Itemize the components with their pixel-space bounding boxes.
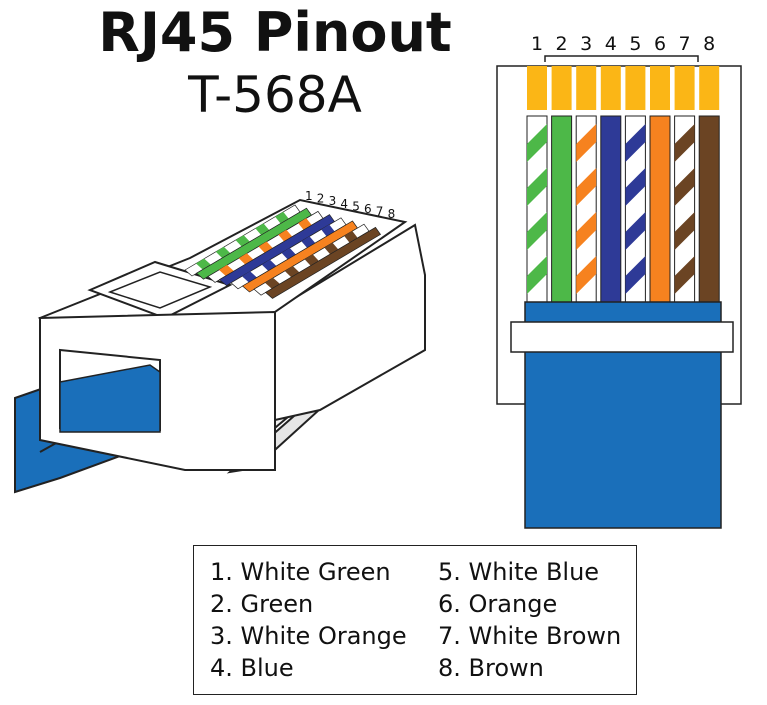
pin-number-7: 7 xyxy=(679,33,691,55)
wire-stripe xyxy=(576,256,597,294)
wire-stripe xyxy=(625,168,646,206)
contact-pin-1 xyxy=(527,66,547,110)
number-bracket xyxy=(544,55,699,62)
wire-pin-8 xyxy=(698,115,720,303)
wire-stripe xyxy=(576,124,597,162)
wire-legend: 1. White Green 2. Green 3. White Orange … xyxy=(193,545,637,695)
contact-pin-2 xyxy=(551,66,572,110)
wire-stripe xyxy=(625,212,646,250)
cable-inside xyxy=(59,364,161,433)
wire-stripe xyxy=(674,256,695,294)
pin-number-3: 3 xyxy=(580,33,592,55)
wire-stripe xyxy=(527,212,547,250)
contact-pin-7 xyxy=(674,66,695,110)
legend-item: 8. Brown xyxy=(438,654,544,682)
wire-stripe xyxy=(576,212,597,250)
pin-number-2: 2 xyxy=(556,33,568,55)
pin-number-3d-2: 2 xyxy=(317,192,325,206)
wire-stripe xyxy=(527,168,547,206)
wire-stripe xyxy=(674,124,695,162)
pin-number-3d-8: 8 xyxy=(388,207,396,221)
pin-number-8: 8 xyxy=(703,33,715,55)
wire-stripe xyxy=(576,168,597,206)
wire-stripe xyxy=(625,124,646,162)
legend-item: 5. White Blue xyxy=(438,558,600,586)
wire-stripe xyxy=(527,124,547,162)
crimp-bar xyxy=(510,321,734,353)
pin-number-3d-6: 6 xyxy=(364,202,372,216)
contact-pin-4 xyxy=(600,66,621,110)
legend-item: 6. Orange xyxy=(438,590,558,618)
page-title: RJ45 Pinout xyxy=(98,1,452,64)
pin-number-3d-1: 1 xyxy=(305,189,313,203)
wire-3d-pin-8 xyxy=(264,226,382,299)
pin-number-5: 5 xyxy=(629,33,641,55)
contact-pin-5 xyxy=(625,66,646,110)
pin-number-3d-4: 4 xyxy=(340,197,348,211)
standard-subtitle: T-568A xyxy=(188,66,362,124)
pin-number-1: 1 xyxy=(531,33,543,55)
legend-item: 3. White Orange xyxy=(210,622,407,650)
latch-inner xyxy=(107,271,213,309)
pin-number-3d-7: 7 xyxy=(376,205,384,219)
wire-strips-flat xyxy=(526,115,720,303)
pin-number-3d-5: 5 xyxy=(352,199,360,213)
legend-item: 1. White Green xyxy=(210,558,391,586)
legend-item: 4. Blue xyxy=(210,654,294,682)
contact-pin-6 xyxy=(650,66,670,110)
legend-item: 2. Green xyxy=(210,590,314,618)
wire-stripe xyxy=(674,212,695,250)
contact-pin-3 xyxy=(576,66,597,110)
wire-stripe xyxy=(527,256,547,294)
wire-stripe xyxy=(674,168,695,206)
wire-stripe xyxy=(625,256,646,294)
wire-strips-3d xyxy=(184,204,382,299)
pin-number-6: 6 xyxy=(654,33,666,55)
pin-number-3d-3: 3 xyxy=(329,194,337,208)
gold-contacts xyxy=(527,66,720,110)
contact-pin-8 xyxy=(699,66,720,110)
legend-item: 7. White Brown xyxy=(438,622,622,650)
wire-pin-4 xyxy=(600,115,622,303)
wire-pin-6 xyxy=(649,115,671,303)
pin-number-4: 4 xyxy=(605,33,617,55)
wire-pin-2 xyxy=(551,115,573,303)
